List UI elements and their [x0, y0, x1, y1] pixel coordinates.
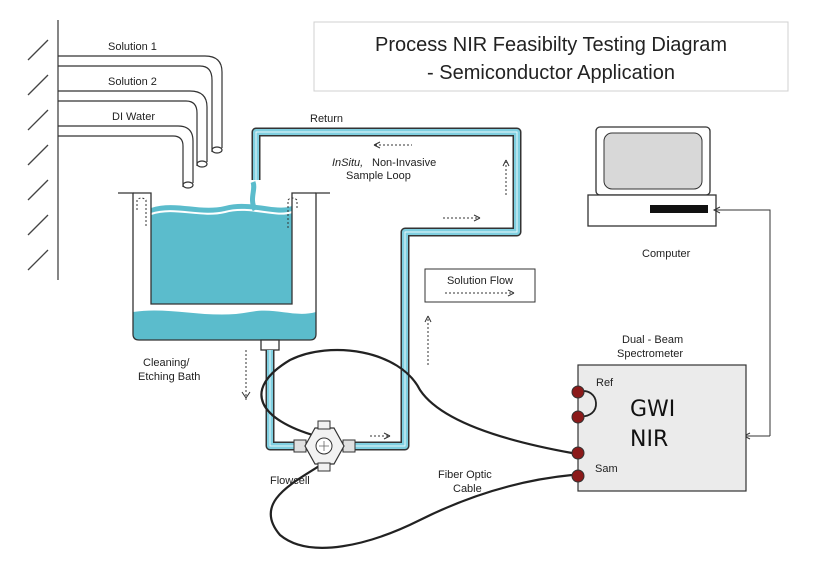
spectrometer-label-line-1: Dual - Beam — [622, 334, 683, 346]
nir-label: NIR — [630, 427, 668, 452]
bath-flow-arrows — [136, 197, 298, 400]
sam-label: Sam — [595, 463, 618, 475]
cable-label-line-2: Cable — [453, 483, 482, 495]
title-box — [313, 21, 789, 92]
return-label: Return — [310, 113, 343, 125]
title-line-2: - Semiconductor Application — [427, 62, 675, 84]
computer — [587, 126, 717, 227]
noninvasive-label: Non-Invasive — [372, 157, 436, 169]
flowcell — [293, 420, 356, 472]
solution-flow-arrow — [445, 289, 515, 297]
cable-label-line-1: Fiber Optic — [438, 469, 492, 481]
gwi-label: GWI — [630, 397, 675, 422]
flowcell-label: Flowcell — [270, 475, 310, 487]
solution-flow-label: Solution Flow — [447, 275, 513, 287]
solution-2-label: Solution 2 — [108, 76, 157, 88]
di-water-label: DI Water — [112, 111, 155, 123]
ref-label: Ref — [596, 377, 614, 389]
solution-1-label: Solution 1 — [108, 41, 157, 53]
insitu-label: InSitu, — [332, 157, 363, 169]
bath-liquid — [133, 181, 316, 340]
wall — [27, 20, 59, 280]
spectrometer-label-line-2: Spectrometer — [617, 348, 683, 360]
bath-label-line-2: Etching Bath — [138, 371, 200, 383]
fiber-optic-cables — [260, 348, 573, 549]
supply-pipes — [58, 55, 223, 189]
bath-label-line-1: Cleaning/ — [143, 357, 190, 369]
sample-loop-label: Sample Loop — [346, 170, 411, 182]
computer-label: Computer — [642, 248, 691, 260]
loop-flow-arrows — [370, 141, 510, 440]
sample-loop-pipe — [251, 127, 522, 451]
solution-flow-box — [424, 268, 536, 303]
title-line-1: Process NIR Feasibilty Testing Diagram — [375, 34, 727, 56]
spectrometer — [571, 364, 747, 492]
